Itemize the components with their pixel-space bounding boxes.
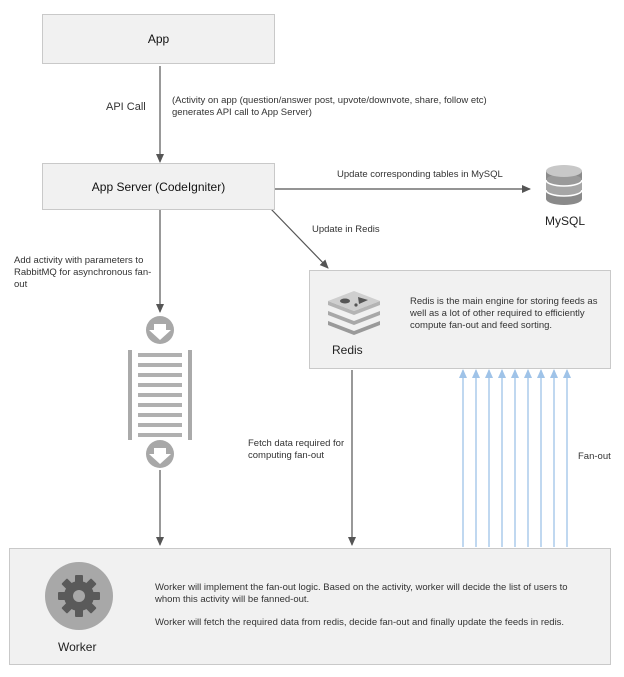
redis-description: Redis is the main engine for storing fee… — [410, 296, 598, 331]
app-label: App — [147, 32, 170, 46]
queue-icon — [128, 316, 192, 468]
worker-box: Worker Worker will implement the fan-out… — [9, 548, 611, 665]
worker-label: Worker — [58, 640, 97, 654]
redis-label: Redis — [332, 343, 363, 357]
mysql-label: MySQL — [544, 214, 585, 228]
worker-description-1: Worker will implement the fan-out logic.… — [155, 582, 568, 605]
fanout-arrows — [459, 369, 571, 547]
arrow-update-redis — [269, 207, 329, 269]
redis-icon — [328, 291, 380, 335]
gear-icon — [45, 562, 113, 630]
api-call-label: API Call — [106, 101, 146, 113]
app-box: App — [42, 14, 275, 64]
app-server-box: App Server (CodeIgniter) — [42, 163, 275, 210]
fetch-label: Fetch data required for computing fan-ou… — [248, 438, 345, 461]
worker-description-2: Worker will fetch the required data from… — [155, 617, 565, 628]
update-redis-label: Update in Redis — [312, 224, 380, 235]
database-icon — [545, 165, 583, 205]
update-mysql-label: Update corresponding tables in MySQL — [337, 169, 503, 180]
api-call-note: (Activity on app (question/answer post, … — [172, 95, 487, 118]
redis-box: Redis Redis is the main engine for stori… — [309, 270, 611, 369]
fanout-label: Fan-out — [578, 451, 611, 462]
app-server-label: App Server (CodeIgniter) — [91, 180, 226, 194]
rabbitmq-label: Add activity with parameters to RabbitMQ… — [14, 255, 152, 290]
mysql-node: MySQL — [540, 163, 590, 233]
queue-node — [126, 315, 194, 470]
